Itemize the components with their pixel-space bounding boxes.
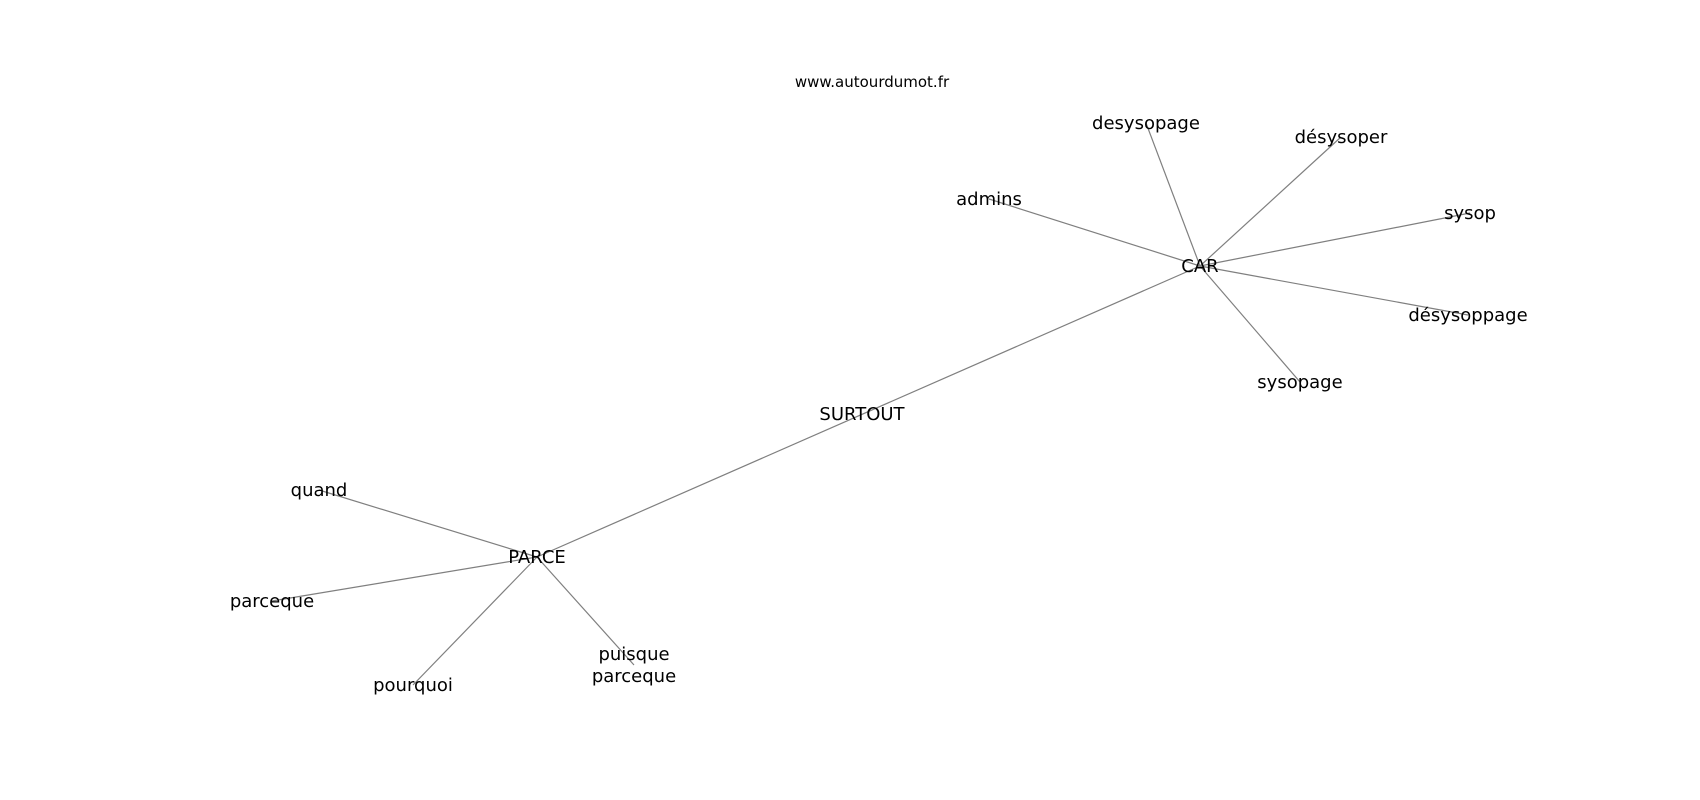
node-sysop-line-0: sysop bbox=[1444, 203, 1496, 224]
node-car[interactable]: CAR bbox=[1181, 256, 1218, 277]
edge-parce-quand bbox=[318, 489, 538, 558]
node-parce-line-0: PARCE bbox=[508, 547, 566, 568]
edge-parce-puisque-parceque bbox=[536, 556, 635, 666]
edge-parce-pourquoi bbox=[412, 556, 538, 686]
node-parce[interactable]: PARCE bbox=[508, 547, 566, 568]
node-car-line-0: CAR bbox=[1181, 256, 1218, 277]
node-sysopage-line-0: sysopage bbox=[1257, 372, 1342, 393]
edge-car-desysoppage bbox=[1199, 265, 1469, 316]
node-sysopage[interactable]: sysopage bbox=[1257, 372, 1342, 393]
edge-car-admins bbox=[988, 198, 1201, 267]
node-surtout-line-0: SURTOUT bbox=[819, 404, 905, 425]
node-surtout[interactable]: SURTOUT bbox=[819, 404, 905, 425]
node-desysopage[interactable]: desysopage bbox=[1092, 113, 1200, 134]
node-desysoper[interactable]: désysoper bbox=[1295, 127, 1388, 148]
node-puisque-parceque-line-0: puisque bbox=[598, 644, 669, 665]
edge-car-parce bbox=[536, 265, 1201, 558]
node-puisque-parceque-line-1: parceque bbox=[592, 666, 676, 687]
node-parceque-line-0: parceque bbox=[230, 591, 314, 612]
source-url-label: www.autourdumot.fr bbox=[795, 73, 950, 91]
node-quand[interactable]: quand bbox=[291, 480, 348, 501]
node-sysop[interactable]: sysop bbox=[1444, 203, 1496, 224]
node-desysopage-line-0: desysopage bbox=[1092, 113, 1200, 134]
node-desysoppage-line-0: désysoppage bbox=[1408, 305, 1527, 326]
node-quand-line-0: quand bbox=[291, 480, 348, 501]
node-admins[interactable]: admins bbox=[956, 189, 1022, 210]
node-desysoper-line-0: désysoper bbox=[1295, 127, 1388, 148]
node-parceque[interactable]: parceque bbox=[230, 591, 314, 612]
node-desysoppage[interactable]: désysoppage bbox=[1408, 305, 1527, 326]
edge-car-sysopage bbox=[1199, 265, 1301, 383]
edge-car-desysopage bbox=[1145, 122, 1201, 267]
node-pourquoi-line-0: pourquoi bbox=[373, 675, 453, 696]
edge-parce-parceque bbox=[271, 556, 538, 602]
node-pourquoi[interactable]: pourquoi bbox=[373, 675, 453, 696]
node-admins-line-0: admins bbox=[956, 189, 1022, 210]
edge-car-desysoper bbox=[1199, 136, 1342, 267]
edge-car-sysop bbox=[1199, 212, 1471, 267]
